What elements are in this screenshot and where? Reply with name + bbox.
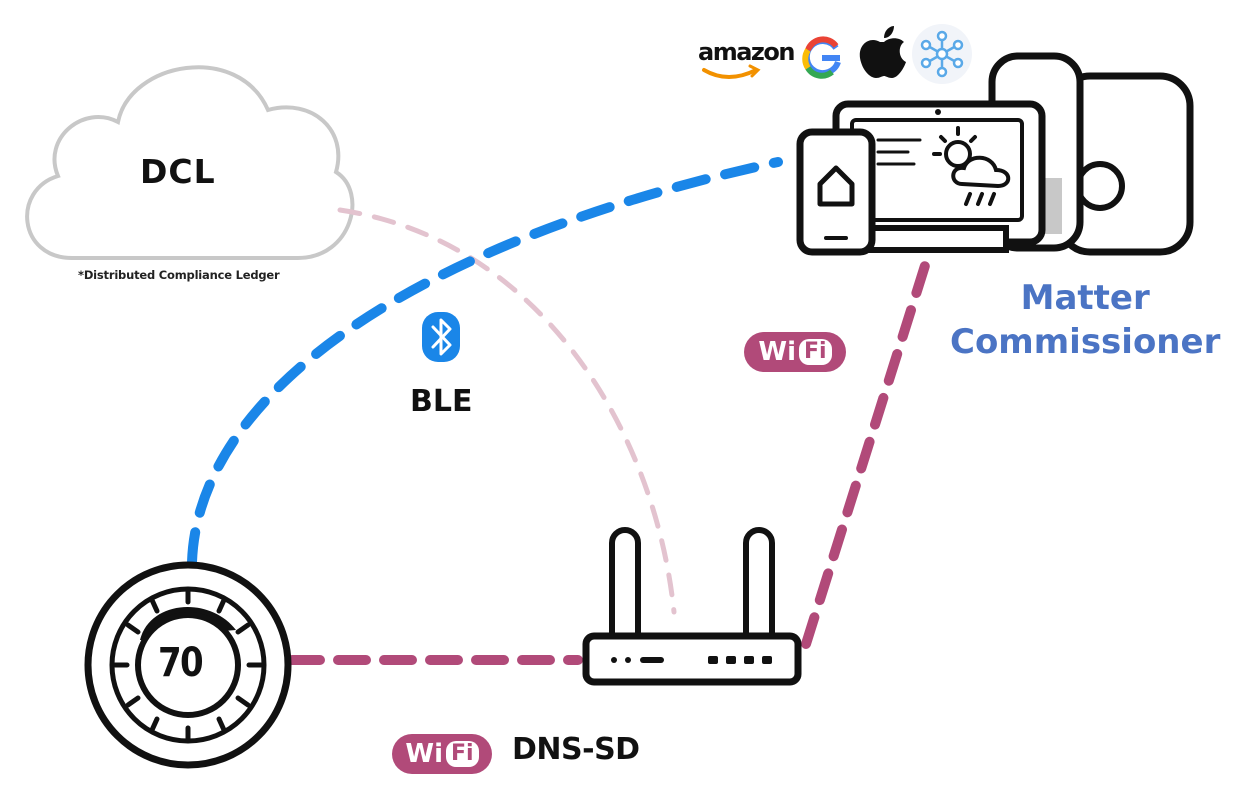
wifi-badge-commissioner: Wi Fi (744, 332, 846, 372)
commissioner-line-1: Matter (1020, 278, 1150, 318)
google-logo-icon (802, 36, 841, 79)
dcl-label: DCL (140, 152, 216, 191)
thermostat-temperature: 70 (158, 640, 204, 686)
commissioner-devices (796, 52, 1194, 256)
bluetooth-icon (422, 312, 460, 362)
amazon-logo-text: amazon (698, 38, 795, 66)
wifi-badge-wi: Wi (758, 337, 796, 367)
wifi-link-router-commissioner (801, 251, 933, 649)
smartthings-logo-icon (912, 24, 972, 84)
cloud-icon (25, 65, 355, 260)
matter-commissioner-label: Matter Commissioner (950, 276, 1220, 364)
commissioner-line-2: Commissioner (950, 322, 1221, 362)
ble-dashed-link (187, 157, 783, 567)
faint-dashed-link (337, 207, 677, 615)
amazon-smile-icon (702, 68, 758, 79)
dns-sd-label: DNS-SD (512, 732, 640, 767)
apple-logo-icon (859, 26, 906, 78)
dcl-caption: *Distributed Compliance Ledger (78, 268, 280, 282)
thermostat-icon (84, 561, 292, 769)
wifi-badge-wi: Wi (405, 739, 443, 769)
wifi-badge-router: Wi Fi (392, 734, 492, 774)
ble-label: BLE (410, 384, 473, 419)
wifi-badge-fi: Fi (799, 339, 832, 365)
wifi-badge-fi: Fi (446, 741, 479, 767)
router-icon (582, 527, 802, 686)
